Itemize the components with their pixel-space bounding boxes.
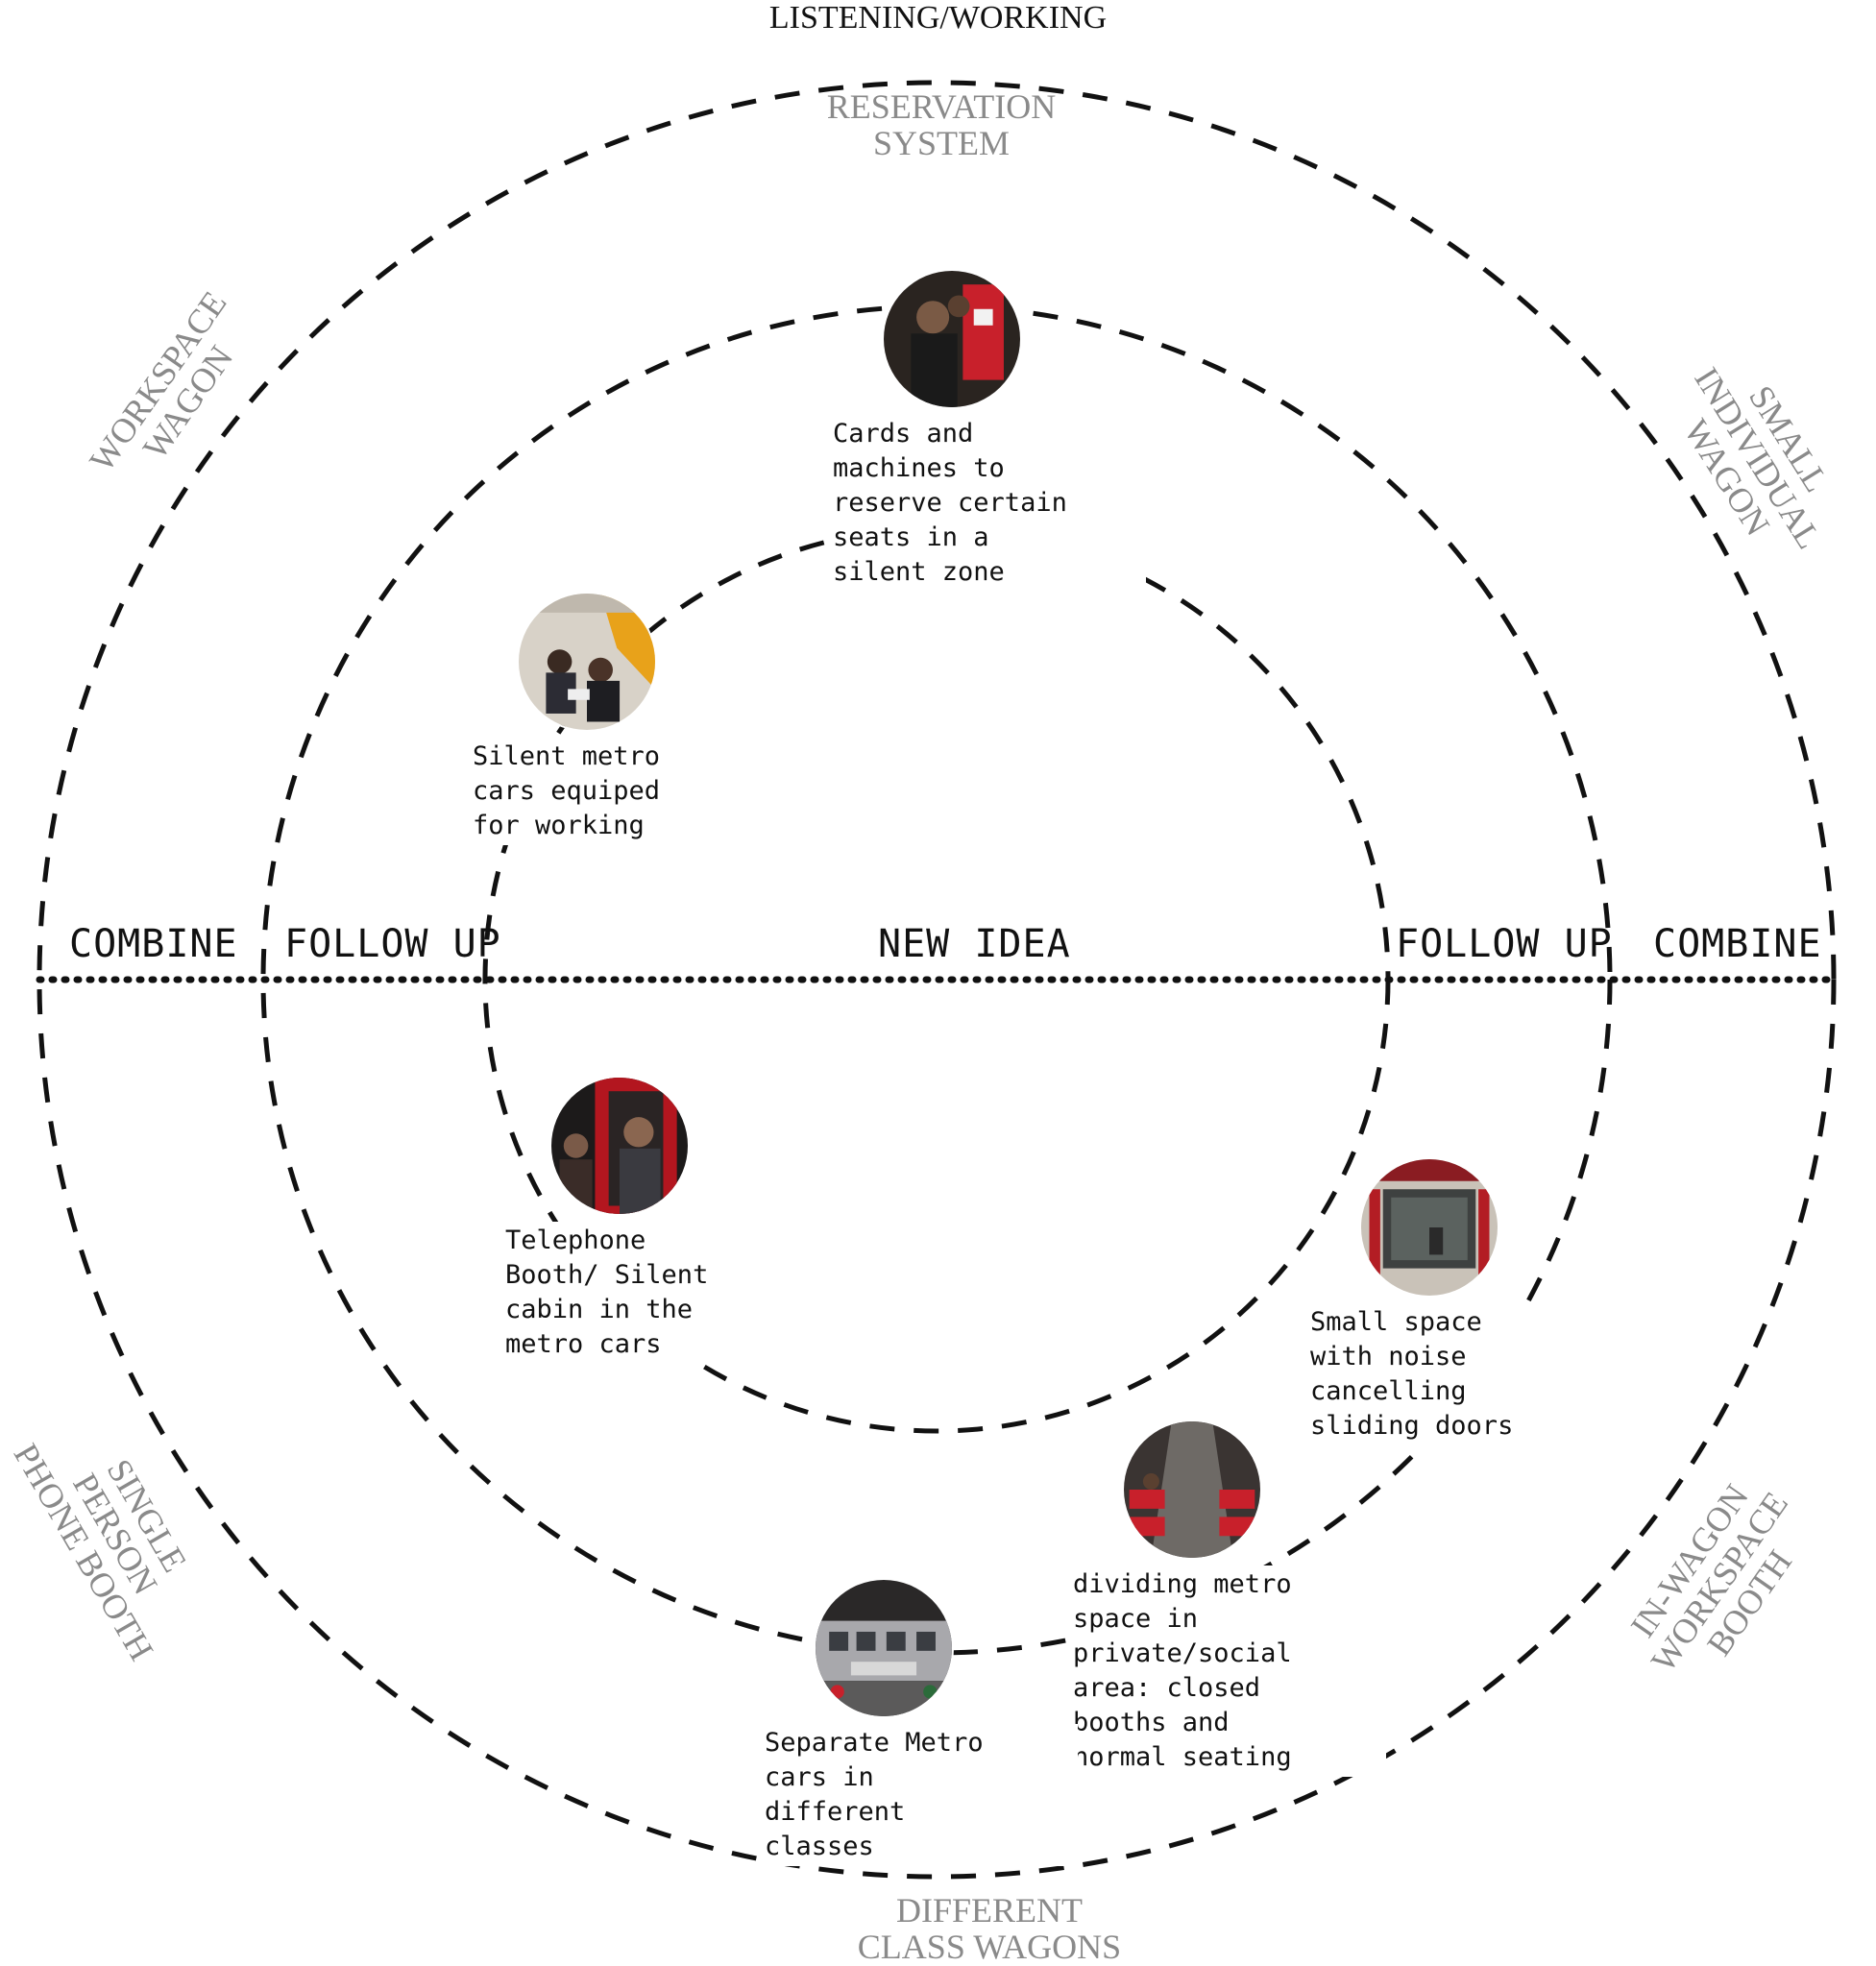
idea-line: cars in — [765, 1762, 874, 1792]
idea-line: metro cars — [505, 1329, 662, 1359]
small-space-photo — [1359, 1157, 1499, 1298]
idea-line: classes — [765, 1832, 874, 1861]
silent-metro-cars-text: Silent metro cars equiped for working — [469, 738, 786, 845]
idea-line: cancelling — [1310, 1376, 1467, 1406]
idea-line: dividing metro — [1073, 1569, 1292, 1599]
outer-ring — [37, 80, 1837, 1880]
idea-line: different — [765, 1797, 906, 1827]
zone-combine-left: COMBINE — [69, 922, 238, 966]
separate-cars-photo — [814, 1578, 954, 1718]
idea-line: normal seating — [1073, 1742, 1292, 1772]
idea-line: for working — [473, 811, 645, 840]
idea-line: reserve certain — [833, 488, 1067, 518]
telephone-booth-text: Telephone Booth/ Silent cabin in the met… — [501, 1222, 818, 1364]
category-top-line-2: SYSTEM — [872, 124, 1011, 162]
idea-line: booths and — [1073, 1708, 1230, 1737]
cards-machines-photo — [882, 269, 1022, 409]
zone-combine-right: COMBINE — [1653, 922, 1822, 966]
idea-line: Booth/ Silent — [505, 1260, 709, 1290]
idea-line: Silent metro — [473, 741, 661, 771]
idea-line: cars equiped — [473, 776, 661, 806]
cards-machines-text: Cards and machines to reserve certain se… — [829, 415, 1146, 592]
telephone-booth-photo — [549, 1076, 690, 1216]
idea-line: area: closed — [1073, 1673, 1261, 1703]
page-title: LISTENING/WORKING — [768, 0, 1108, 36]
idea-line: with noise — [1310, 1342, 1467, 1371]
idea-separate-cars: Separate Metro cars in different classes — [761, 1578, 1078, 1866]
idea-small-space: Small space with noise cancelling slidin… — [1306, 1157, 1623, 1445]
idea-line: Telephone — [505, 1226, 646, 1255]
idea-line: space in — [1073, 1604, 1199, 1634]
category-top-line-1: RESERVATION — [826, 87, 1057, 126]
idea-line: seats in a — [833, 522, 989, 552]
idea-line: Separate Metro — [765, 1728, 984, 1758]
dividing-space-photo — [1122, 1420, 1262, 1560]
silent-metro-cars-photo — [517, 592, 657, 732]
category-bottom-line-2: CLASS WAGONS — [857, 1928, 1122, 1966]
zone-follow-up-right: FOLLOW UP — [1396, 922, 1613, 966]
dividing-space-text: dividing metro space in private/social a… — [1069, 1566, 1386, 1777]
idea-cards-machines: Cards and machines to reserve certain se… — [829, 269, 1146, 592]
idea-line: silent zone — [833, 557, 1005, 587]
idea-line: sliding doors — [1310, 1411, 1514, 1441]
idea-line: private/social — [1073, 1638, 1292, 1668]
zone-new-idea: NEW IDEA — [878, 922, 1071, 966]
idea-line: machines to — [833, 453, 1005, 483]
small-space-text: Small space with noise cancelling slidin… — [1306, 1303, 1623, 1445]
idea-silent-metro-cars: Silent metro cars equiped for working — [469, 592, 786, 845]
category-top: RESERVATION SYSTEM — [797, 88, 1085, 161]
idea-telephone-booth: Telephone Booth/ Silent cabin in the met… — [501, 1076, 818, 1364]
idea-line: Small space — [1310, 1307, 1482, 1337]
zone-follow-up-left: FOLLOW UP — [284, 922, 501, 966]
idea-line: Cards and — [833, 419, 974, 449]
category-bottom: DIFFERENT CLASS WAGONS — [845, 1892, 1133, 1965]
separate-cars-text: Separate Metro cars in different classes — [761, 1724, 1078, 1866]
category-bottom-line-1: DIFFERENT — [895, 1891, 1083, 1930]
idea-dividing-space: dividing metro space in private/social a… — [1069, 1420, 1386, 1777]
idea-line: cabin in the — [505, 1295, 694, 1324]
